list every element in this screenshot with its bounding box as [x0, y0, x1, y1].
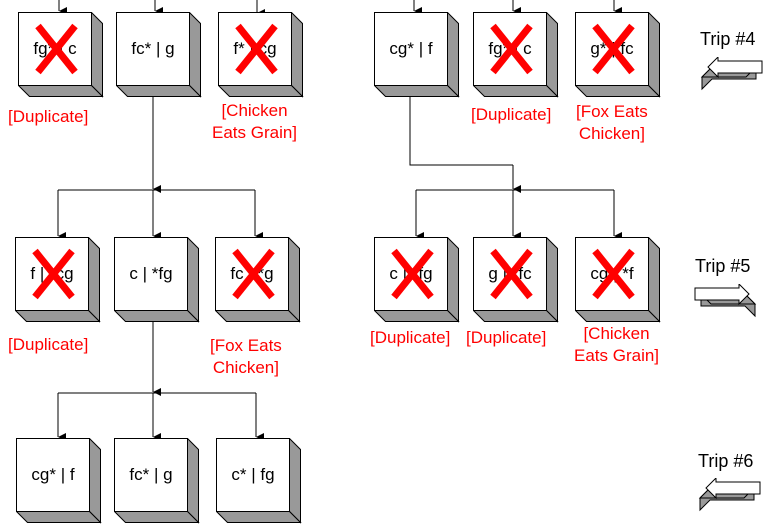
rejection-note: [Chicken Eats Grain]: [212, 101, 298, 142]
state-node: fc* | g: [116, 12, 202, 98]
rejected-x-icon: [35, 23, 78, 75]
rejection-note: [Fox Eats Chicken]: [210, 336, 282, 377]
box-3d-icon: [15, 237, 101, 323]
state-label: c | *fg: [129, 264, 173, 283]
rejected-x-icon: [235, 23, 278, 75]
state-label: fc* | g: [129, 465, 173, 484]
state-node: c* | fg: [216, 438, 302, 524]
state-node: fc* | g: [114, 438, 200, 524]
state-node: fg* | c: [18, 12, 104, 98]
box-3d-icon: [575, 12, 661, 98]
box-3d-icon: [473, 12, 559, 98]
rejection-note: [Chicken Eats Grain]: [574, 324, 660, 365]
trip-label: Trip #4: [700, 29, 756, 49]
state-node: cg | *f: [575, 237, 661, 323]
box-3d-icon: [114, 237, 200, 323]
rejected-x-icon: [592, 23, 635, 75]
state-label: cg* | f: [389, 39, 433, 58]
state-node: c | *fg: [374, 237, 460, 323]
state-node: cg* | f: [16, 438, 102, 524]
box-3d-icon: [116, 12, 202, 98]
rejected-x-icon: [592, 248, 635, 300]
rejected-x-icon: [32, 248, 75, 300]
box-3d-icon: [216, 438, 302, 524]
state-node: g | *fc: [473, 237, 559, 323]
state-label: fc* | g: [131, 39, 175, 58]
state-node: fg* | c: [473, 12, 559, 98]
state-node: f | *cg: [15, 237, 101, 323]
state-node: c | *fg: [114, 237, 200, 323]
trip-label: Trip #6: [698, 451, 754, 471]
rejection-note: [Duplicate]: [471, 105, 552, 124]
right-arrow-icon: [694, 284, 757, 318]
left-arrow-icon: [698, 478, 761, 512]
rejection-note: [Duplicate]: [466, 328, 547, 347]
rejection-note: [Duplicate]: [370, 328, 451, 347]
rejected-x-icon: [490, 248, 533, 300]
box-3d-icon: [575, 237, 661, 323]
rejected-x-icon: [391, 248, 434, 300]
state-node: cg* | f: [374, 12, 460, 98]
left-arrow-icon: [700, 57, 763, 91]
state-label: c* | fg: [231, 465, 275, 484]
box-3d-icon: [16, 438, 102, 524]
state-node: f* | cg: [218, 12, 304, 98]
state-node: fc | *g: [215, 237, 301, 323]
box-3d-icon: [374, 237, 460, 323]
rejection-note: [Fox Eats Chicken]: [576, 102, 648, 143]
rejection-note: [Duplicate]: [8, 335, 89, 354]
rejection-note: [Duplicate]: [8, 107, 89, 126]
state-label: cg* | f: [31, 465, 75, 484]
rejected-x-icon: [490, 23, 533, 75]
box-3d-icon: [114, 438, 200, 524]
trip-label: Trip #5: [695, 256, 751, 276]
state-node: g* | fc: [575, 12, 661, 98]
rejected-x-icon: [232, 248, 275, 300]
box-3d-icon: [374, 12, 460, 98]
